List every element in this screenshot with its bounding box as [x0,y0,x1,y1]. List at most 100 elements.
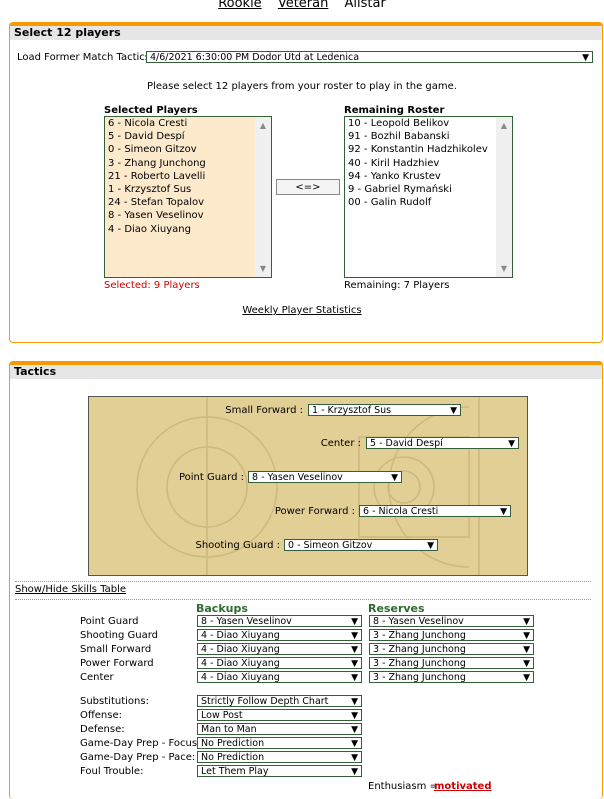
depth-position-label: Point Guard [80,616,139,627]
court-position-select-value: 1 - Krzysztof Sus [312,405,392,416]
depth-position-label: Shooting Guard [80,630,158,641]
setting-label: Foul Trouble: [80,766,144,777]
setting-select[interactable]: Low Post▼ [197,709,362,721]
chevron-down-icon: ▼ [508,439,515,449]
chevron-down-icon: ▼ [500,507,507,517]
list-item[interactable]: 40 - Kiril Hadzhiev [348,157,440,169]
setting-label: Game-Day Prep - Focus: [80,738,201,749]
remaining-roster-list[interactable]: 10 - Leopold Belikov 91 - Bozhil Babanski… [344,116,513,278]
list-item[interactable]: 94 - Yanko Krustev [348,170,441,182]
reserve-select[interactable]: 3 - Zhang Junchong ▼ [369,629,534,641]
level-nav: Rookie Veteran Allstar [0,0,604,12]
reserve-select[interactable]: 3 - Zhang Junchong▼ [369,643,534,655]
scroll-up-icon[interactable]: ▲ [259,121,267,130]
list-item[interactable]: 6 - Nicola Cresti [108,118,188,129]
chevron-down-icon: ▼ [427,541,434,551]
list-item[interactable]: 92 - Konstantin Hadzhikolev [348,144,488,156]
scroll-up-icon[interactable]: ▲ [500,121,508,130]
backup-select[interactable]: 8 - Yasen Veselinov▼ [197,615,362,627]
list-item[interactable]: 24 - Stefan Topalov [108,197,205,209]
chevron-down-icon: ▼ [523,645,530,655]
chevron-down-icon: ▼ [351,673,358,683]
selected-players-title: Selected Players [104,105,198,116]
chevron-down-icon: ▼ [351,659,358,669]
scroll-down-icon[interactable]: ▼ [259,264,267,273]
enthusiasm-label: Enthusiasm = [368,781,438,792]
list-item[interactable]: 5 - David Despí [108,131,185,143]
reserve-select[interactable]: 3 - Zhang Junchong ▼ [369,657,534,669]
court-position-select[interactable]: 8 - Yasen Veselinov▼ [248,471,402,483]
chevron-down-icon: ▼ [523,631,530,641]
instruction-text: Please select 12 players from your roste… [147,81,457,92]
swap-players-button[interactable]: <=> [276,179,340,195]
backup-select-value: 8 - Yasen Veselinov [201,616,292,627]
remaining-scrollbar[interactable]: ▲ ▼ [496,117,512,277]
setting-select[interactable]: Let Them Play▼ [197,765,362,777]
setting-select-value: No Prediction [201,752,265,763]
reserve-select-value: 3 - Zhang Junchong [373,630,466,641]
court-position-select-value: 0 - Simeon Gitzov [288,540,373,551]
backup-select[interactable]: 4 - Diao Xiuyang ▼ [197,643,362,655]
divider [15,581,591,582]
setting-select-value: No Prediction [201,738,265,749]
allstar-label: Allstar [344,0,386,11]
weekly-stats-link[interactable]: Weekly Player Statistics [242,305,362,316]
chevron-down-icon: ▼ [523,659,530,669]
setting-select[interactable]: Strictly Follow Depth Chart▼ [197,695,362,707]
depth-position-label: Power Forward [80,658,154,669]
load-tactics-select[interactable]: 4/6/2021 6:30:00 PM Dodor Utd at Ledenic… [146,51,593,63]
chevron-down-icon: ▼ [351,645,358,655]
court-position-select[interactable]: 5 - David Despí▼ [366,437,519,449]
list-item[interactable]: 10 - Leopold Belikov [348,118,450,129]
reserve-select-value: 3 - Zhang Junchong [373,672,466,683]
setting-select-value: Man to Man [201,724,257,735]
remaining-roster-title: Remaining Roster [344,105,445,116]
list-item[interactable]: 0 - Simeon Gitzov [108,144,197,156]
setting-select[interactable]: Man to Man▼ [197,723,362,735]
list-item[interactable]: 4 - Diao Xiuyang [108,223,191,235]
scroll-down-icon[interactable]: ▼ [500,264,508,273]
list-item[interactable]: 00 - Galin Rudolf [348,197,432,209]
depth-position-label: Small Forward [80,644,152,655]
court-position-select[interactable]: 0 - Simeon Gitzov ▼ [284,539,438,551]
setting-select[interactable]: No Prediction▼ [197,737,362,749]
tactics-header: Tactics [10,362,602,379]
list-item[interactable]: 91 - Bozhil Babanski [348,131,450,143]
reserve-select-value: 3 - Zhang Junchong [373,658,466,669]
chevron-down-icon: ▼ [351,753,358,763]
court-position-select[interactable]: 1 - Krzysztof Sus▼ [308,404,461,416]
court-position-label: Point Guard : [178,472,244,483]
skills-table-link[interactable]: Show/Hide Skills Table [15,584,127,595]
rookie-link[interactable]: Rookie [218,0,262,11]
court-position-select-value: 8 - Yasen Veselinov [252,472,343,483]
divider [15,599,591,600]
load-tactics-value: 4/6/2021 6:30:00 PM Dodor Utd at Ledenic… [150,52,360,63]
setting-select-value: Strictly Follow Depth Chart [201,696,329,707]
court-position-select-value: 6 - Nicola Cresti [363,506,439,517]
backup-select[interactable]: 4 - Diao Xiuyang▼ [197,671,362,683]
reserve-select[interactable]: 8 - Yasen Veselinov▼ [369,615,534,627]
reserve-select[interactable]: 3 - Zhang Junchong▼ [369,671,534,683]
veteran-link[interactable]: Veteran [277,0,329,11]
enthusiasm-value-link[interactable]: motivated [434,781,492,792]
setting-label: Defense: [80,724,125,735]
setting-select[interactable]: No Prediction ▼ [197,751,362,763]
backup-select[interactable]: 4 - Diao Xiuyang▼ [197,629,362,641]
backup-select-value: 4 - Diao Xiuyang [201,644,280,655]
list-item[interactable]: 1 - Krzysztof Sus [108,183,192,195]
list-item[interactable]: 21 - Roberto Lavelli [108,170,206,182]
chevron-down-icon: ▼ [523,617,530,627]
backup-select[interactable]: 4 - Diao Xiuyang▼ [197,657,362,669]
court-position-label: Power Forward : [274,506,355,517]
court-position-select[interactable]: 6 - Nicola Cresti ▼ [359,505,511,517]
list-item[interactable]: 9 - Gabriel Rymański [348,183,452,195]
reserves-title: Reserves [368,602,425,615]
list-item[interactable]: 3 - Zhang Junchong [108,157,206,169]
selected-count: Selected: 9 Players [104,280,200,291]
backup-select-value: 4 - Diao Xiuyang [201,630,280,641]
selected-scrollbar[interactable]: ▲ ▼ [255,117,271,277]
list-item[interactable]: 8 - Yasen Veselinov [108,210,204,222]
setting-label: Substitutions: [80,696,149,707]
backups-title: Backups [196,602,248,615]
